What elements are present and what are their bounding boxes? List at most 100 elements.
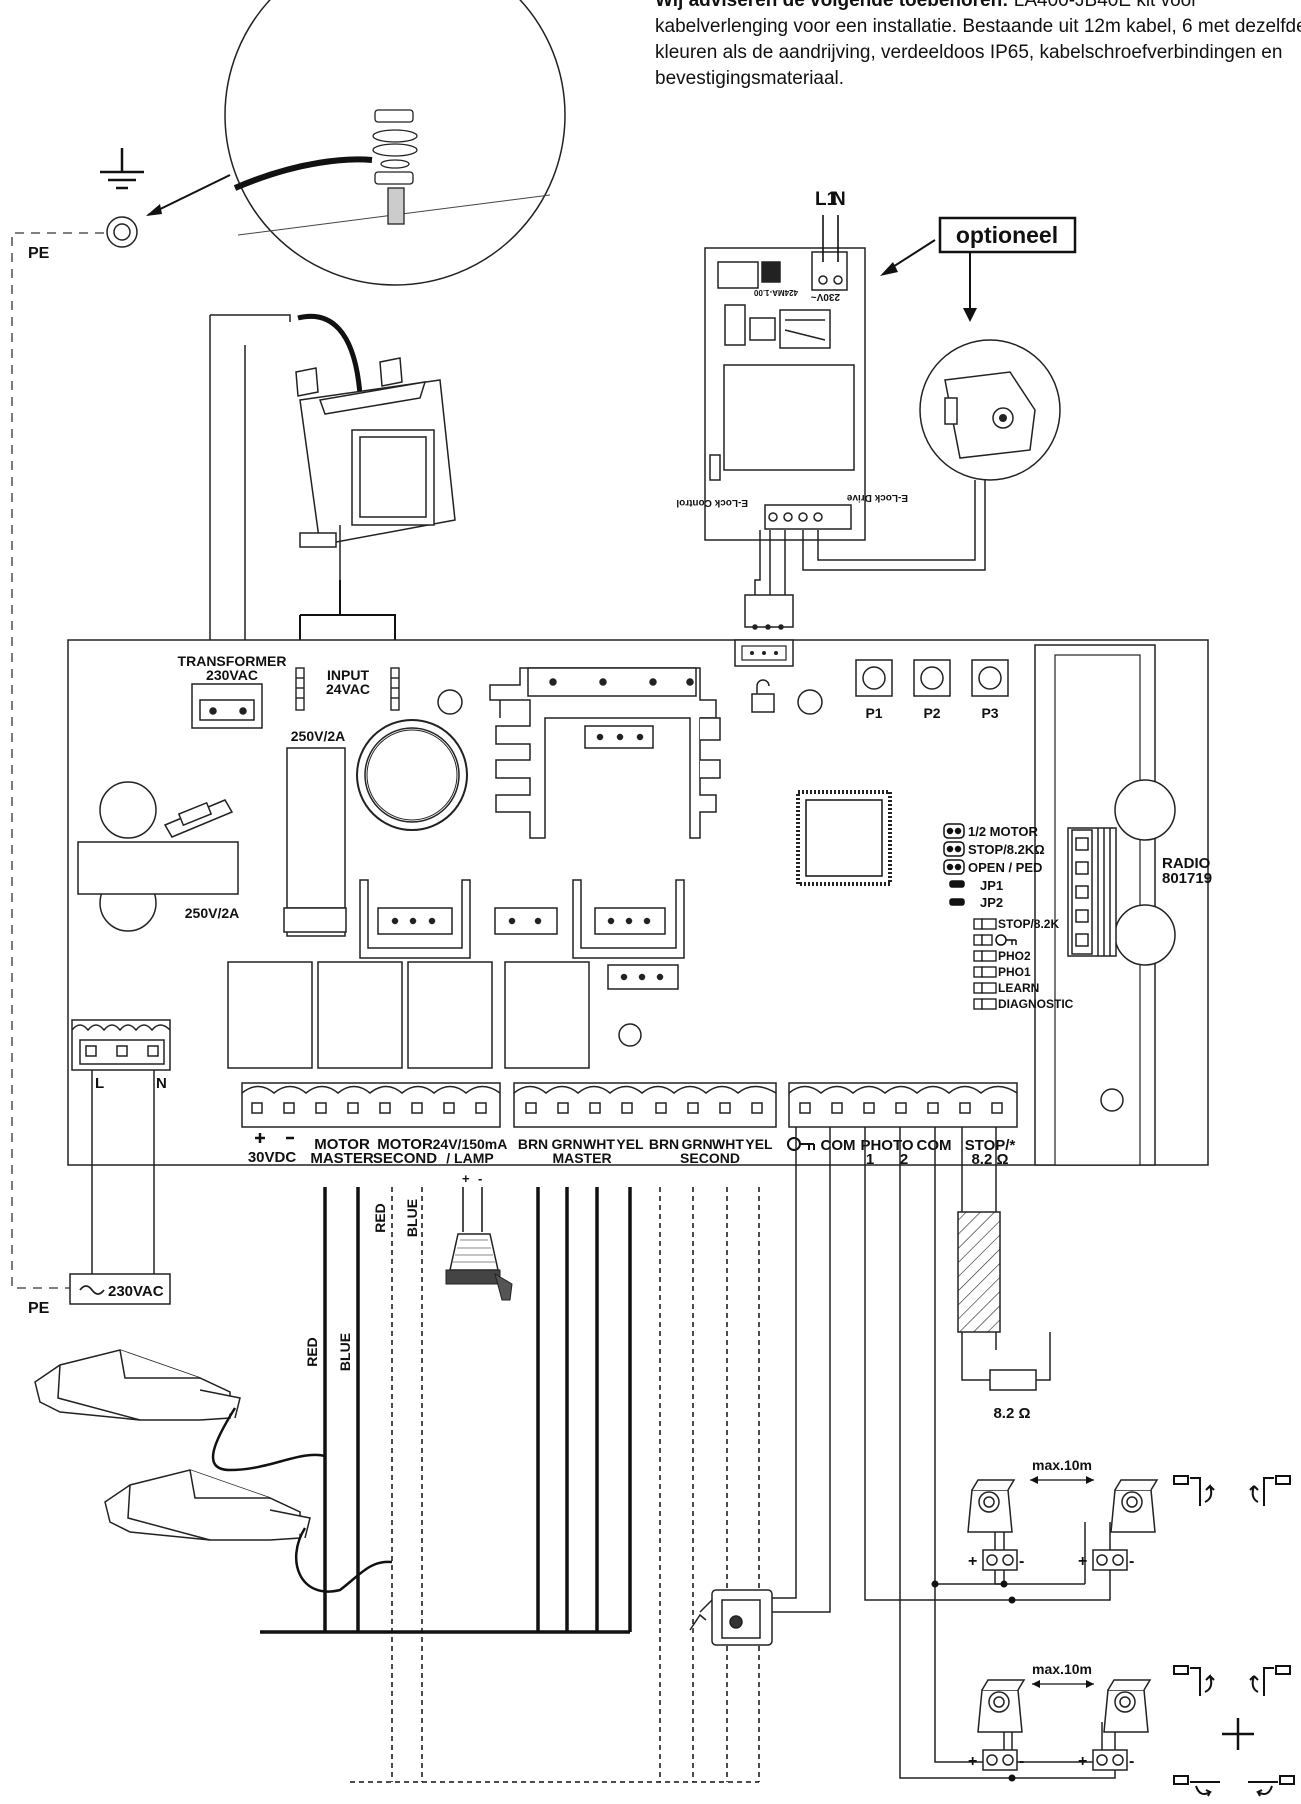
jumper-block [943,823,965,906]
led-diagnostic-label: DIAGNOSTIC [998,997,1074,1011]
photocell-max-label-2: max.10m [1032,1661,1092,1677]
mains-terminal [71,1019,171,1071]
input-label-1: INPUT [327,667,369,683]
jumper-half-motor-label: 1/2 MOTOR [968,824,1038,839]
gate-direction-icons-1 [1173,1475,1291,1506]
term-wht-second: WHT [712,1136,744,1152]
term-grn-second: GRN [681,1136,712,1152]
term-photo-2-label: 2 [900,1151,908,1168]
lamp-minus: - [478,1171,482,1186]
heatsink [489,667,721,839]
term-second-label: SECOND [680,1150,740,1166]
pc1-minus: - [1019,1553,1024,1570]
mounting-hole [437,689,463,715]
fuse-top [286,747,346,909]
relays [227,961,590,1069]
warning-lamp [445,1187,513,1301]
button-p3[interactable] [971,659,1009,697]
button-p1[interactable] [855,659,893,697]
wire-red-master: RED [304,1337,320,1367]
mains-n-label: N [832,189,846,210]
photocell-max-label-1: max.10m [1032,1457,1092,1473]
pe-top-label: PE [28,245,50,262]
e-lock-drive-label: E-Lock Drive [846,492,908,503]
led-stop-label: STOP/8.2K [998,917,1059,931]
pc1-plus: + [968,1553,977,1570]
terminal-block-encoders [513,1082,777,1128]
wire-red-second: RED [372,1203,388,1233]
mains-l1-label: L1 [815,189,838,210]
electric-lock-device [919,339,1061,481]
key-switch-device [689,1589,773,1646]
terminal-block-inputs [788,1082,1018,1128]
wire-blue-second: BLUE [404,1199,420,1237]
term-stop-2: 8.2 Ω [971,1151,1008,1168]
pe-wire [11,232,104,1289]
pc1b-minus: - [1129,1553,1134,1570]
jp1-label: JP1 [980,878,1003,893]
motor-master-wires [260,1187,632,1634]
pc2b-minus: - [1129,1753,1134,1770]
ground-detail-zoom [146,0,566,286]
transformer [209,313,456,640]
varistor [99,781,157,839]
fuse-top-label: 250V/2A [291,728,345,744]
term-motor-second-2: SECOND [373,1150,437,1167]
e-lock-connector [734,639,794,667]
wire-blue-master: BLUE [337,1333,353,1371]
accessory-note: Wij adviseren de volgende toebehoren: LA… [655,0,1301,92]
p2-label: P2 [923,705,940,721]
pc2-minus: - [1019,1753,1024,1770]
padlock-icon [751,679,775,713]
key-switch-wires [772,1127,831,1613]
microcontroller-chip [796,790,892,886]
term-grn-master: GRN [551,1136,582,1152]
mains-230-label: 230VAC [108,1283,164,1300]
mains-n-terminal-label: N [156,1075,167,1092]
resistor-label: 8.2 Ω [993,1405,1030,1422]
optional-label: optioneel [956,222,1058,248]
led-pho2-label: PHO2 [998,949,1031,963]
motor-second-wires [350,1187,760,1783]
e-lock-control-label: E-Lock Control [676,497,748,508]
key-switch-icon [787,1137,815,1151]
transformer-terminal [191,683,263,729]
term-com2-label: COM [917,1137,952,1154]
accessory-note-bold: Wij adviseren de volgende toebehoren: [655,0,1009,11]
optional-tag: optioneel [880,216,1077,322]
mains-l-label: L [95,1075,104,1092]
e-lock-board [704,247,866,541]
radio-label-1: RADIO [1162,855,1211,872]
jp2-label: JP2 [980,895,1003,910]
mains-supply: 230VAC [69,1273,171,1305]
board-connectors [283,879,685,990]
mains-wires [91,1070,155,1274]
power-plus-minus [255,1133,294,1143]
stop-resistor: 8.2 Ω [957,1127,1051,1422]
pe-bottom-label: PE [28,1300,50,1317]
term-brn-master: BRN [518,1136,548,1152]
pc2-plus: + [968,1753,977,1770]
earth-stud [106,216,138,248]
fuse-left [77,841,239,895]
term-lamp-1: 24V/150mA [433,1136,508,1152]
led-pho1-label: PHO1 [998,965,1031,979]
term-photo-1-label: 1 [866,1151,874,1168]
e-lock-model-label: 424MA-1.00 [753,288,798,297]
pc2b-plus: + [1078,1753,1087,1770]
term-motor-second-1: MOTOR [377,1136,433,1153]
status-leds [973,918,997,1010]
term-30vdc-label: 30VDC [248,1149,297,1166]
button-p2[interactable] [913,659,951,697]
term-yel-master: YEL [616,1136,644,1152]
term-brn-second: BRN [649,1136,679,1152]
term-lamp-2: / LAMP [446,1150,493,1166]
input-24vac-pins [295,667,400,711]
term-stop-1: STOP/* [965,1137,1016,1154]
radio-label-2: 801719 [1162,870,1212,887]
jumper-open-ped-label: OPEN / PED [968,860,1042,875]
fuse-holder [163,799,234,838]
gate-motor-master [34,1349,326,1472]
fuse-left-label: 250V/2A [185,905,239,921]
term-motor-master-2: MASTER [310,1150,374,1167]
